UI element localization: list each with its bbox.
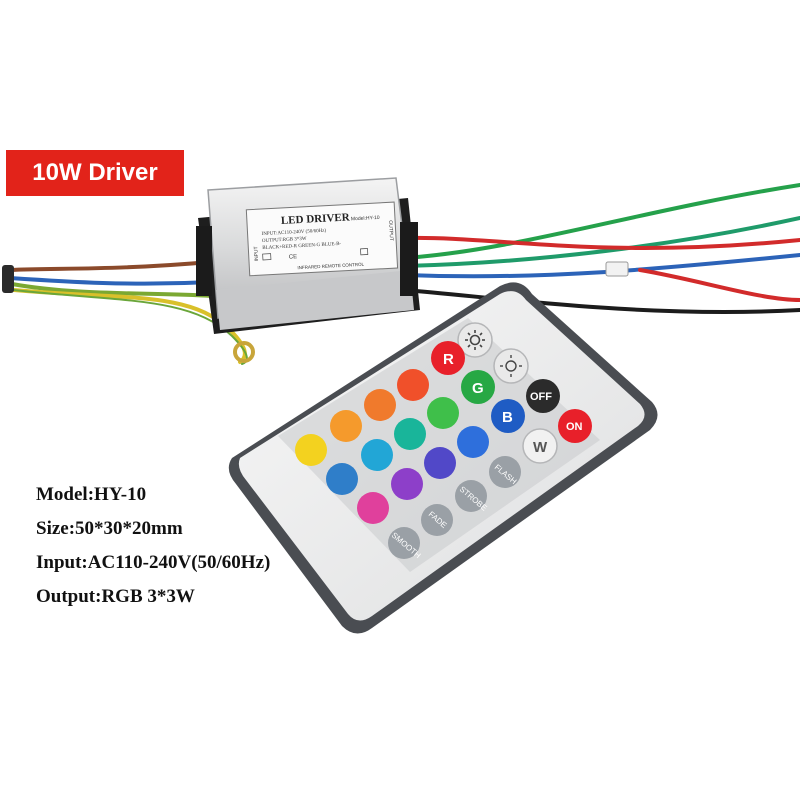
input-wires <box>8 260 248 365</box>
sun-icon <box>465 330 485 350</box>
spec-size: Size:50*30*20mm <box>36 518 183 539</box>
color-button[interactable] <box>457 426 489 458</box>
off-button[interactable]: OFF <box>526 379 560 413</box>
brightness-up-button[interactable] <box>457 322 493 358</box>
driver-badge: 10W Driver <box>6 150 184 196</box>
blue-button-label: B <box>502 409 513 426</box>
driver-label-input: INPUT:AC110-240V (50/60Hz) <box>262 229 327 237</box>
sun-outline-icon <box>500 355 522 377</box>
color-button[interactable] <box>295 434 327 466</box>
wire-connector <box>605 261 629 277</box>
red-button-label: R <box>443 351 454 368</box>
driver-label-wires: BLACK+RED-R GREEN-G BLUE-B- <box>262 242 341 251</box>
off-button-label: OFF <box>530 391 552 403</box>
color-button[interactable] <box>394 418 426 450</box>
color-button[interactable] <box>357 492 389 524</box>
red-button[interactable]: R <box>431 341 465 375</box>
driver-label-side-input: INPUT <box>253 246 260 261</box>
svg-text:CE: CE <box>289 254 298 260</box>
color-button[interactable] <box>364 389 396 421</box>
color-button[interactable] <box>326 463 358 495</box>
spec-model: Model:HY-10 <box>36 484 147 505</box>
ring-terminal <box>233 341 255 363</box>
color-button[interactable] <box>427 397 459 429</box>
wire-end-plug <box>2 265 14 293</box>
driver-label <box>245 201 399 277</box>
blue-button[interactable]: B <box>491 399 525 433</box>
color-button[interactable] <box>391 468 423 500</box>
driver-label-model: Model:HY-10 <box>351 215 380 223</box>
driver-label-side-output: OUTPUT <box>387 220 394 241</box>
green-button[interactable]: G <box>461 370 495 404</box>
green-button-label: G <box>472 380 484 397</box>
flash-button[interactable]: FLASH <box>489 456 521 488</box>
fade-button[interactable]: FADE <box>421 504 453 536</box>
color-button-grid <box>295 369 489 524</box>
on-button-label: ON <box>566 421 583 433</box>
driver-label-bottom: INFRARED REMOTE CONTROL <box>297 262 364 271</box>
brightness-down-button[interactable] <box>493 348 529 384</box>
driver-label-output: OUTPUT:RGB 3*3W <box>262 237 307 244</box>
spec-output: Output:RGB 3*3W <box>36 586 195 607</box>
color-button[interactable] <box>361 439 393 471</box>
color-button[interactable] <box>424 447 456 479</box>
strobe-button[interactable]: STROBE <box>455 480 489 513</box>
led-driver-box: LED DRIVER Model:HY-10 INPUT:AC110-240V … <box>196 177 420 334</box>
color-button[interactable] <box>397 369 429 401</box>
white-button-label: W <box>533 439 548 456</box>
ir-remote: R G B W OFF ON <box>228 282 658 634</box>
white-button[interactable]: W <box>522 428 558 464</box>
smooth-button[interactable]: SMOOTH <box>388 527 423 560</box>
spec-list: Model:HY-10 Size:50*30*20mm Input:AC110-… <box>36 478 270 614</box>
on-button[interactable]: ON <box>558 409 592 443</box>
driver-label-title: LED DRIVER <box>281 211 351 227</box>
color-button[interactable] <box>330 410 362 442</box>
output-wires <box>403 183 800 314</box>
spec-input: Input:AC110-240V(50/60Hz) <box>36 552 271 573</box>
